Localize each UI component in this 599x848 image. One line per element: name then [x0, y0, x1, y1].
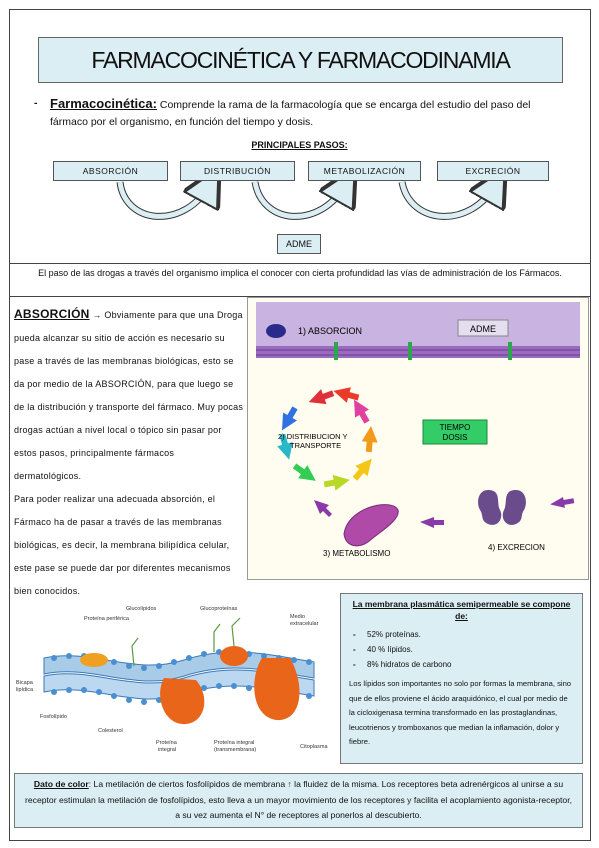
fig-label-colesterol: Colesterol: [98, 728, 123, 734]
term-farmacocinetica: Farmacocinética:: [50, 96, 157, 111]
list-item: 52% proteínas.: [353, 627, 574, 642]
page-border: [9, 9, 591, 841]
arrow-red: [333, 387, 360, 403]
absorption-heading: ABSORCIÓN: [14, 307, 90, 321]
steps-arrows: [116, 170, 599, 220]
color-note-label: Dato de color: [33, 779, 89, 789]
administration-note: El paso de las drogas a través del organ…: [9, 263, 591, 297]
list-item: 8% hidratos de carbono: [353, 657, 574, 672]
absorption-paragraph-2: Para poder realizar una adecuada absorci…: [14, 494, 231, 596]
fig-label-proteina-integral-1: Proteína: [156, 740, 178, 746]
color-note-box: Dato de color: La metilación de ciertos …: [14, 773, 583, 828]
absorption-text: ABSORCIÓN → Obviamente para que una Drog…: [14, 303, 244, 603]
membrane-band: [256, 302, 580, 348]
arrow-yellow-green: [323, 474, 350, 491]
step-excrecion: EXCRECIÓN: [437, 161, 549, 181]
fig-label-fosfolipido: Fosfolípido: [40, 714, 67, 720]
cell-membrane-figure: Glucolípidos Glucoproteínas Proteína per…: [14, 596, 335, 764]
arrow-purple: [550, 497, 575, 508]
label-absorcion: 1) ABSORCION: [298, 326, 362, 336]
absorption-paragraph-1: Obviamente para que una Droga pueda alca…: [14, 310, 244, 481]
step-metabolizacion: METABOLIZACIÓN: [308, 161, 421, 181]
intro-paragraph: - Farmacocinética: Comprende la rama de …: [34, 95, 559, 131]
label-distribucion-2: TRANSPORTE: [290, 441, 341, 450]
page-title: FARMACOCINÉTICA Y FARMACODINAMIA: [38, 37, 563, 83]
distribution-cycle: [277, 387, 378, 491]
membrane-info-box: La membrana plasmática semipermeable se …: [340, 593, 583, 764]
drug-icon: [266, 324, 286, 338]
steps-title: PRINCIPALES PASOS:: [251, 140, 348, 150]
arrow-purple: [314, 500, 332, 517]
label-adme: ADME: [470, 324, 496, 334]
channel-protein: [334, 342, 338, 360]
intro-definition: Comprende la rama de la farmacología que…: [50, 99, 531, 128]
right-arrow-icon: →: [92, 310, 102, 320]
arrow-orange: [361, 426, 378, 453]
arrow-yellow: [352, 458, 372, 481]
arrow-purple: [420, 517, 444, 528]
adme-diagram: 1) ABSORCION ADME 2) DISTRIBUCION Y TRAN…: [247, 297, 589, 580]
integral-protein: [160, 678, 205, 725]
arrow-red: [308, 389, 335, 405]
step-distribucion: DISTRIBUCIÓN: [180, 161, 295, 181]
kidney-icon: [478, 490, 502, 525]
cell-membrane-svg: Glucolípidos Glucoproteínas Proteína per…: [16, 606, 328, 753]
tiempo-dosis-box: [422, 419, 488, 445]
fig-label-proteina-periferica: Proteína periférica: [84, 616, 130, 622]
label-metabolismo: 3) METABOLISMO: [323, 549, 390, 558]
fig-label-citoplasma: Citoplasma: [300, 744, 328, 750]
fig-label-proteina-trans-2: (transmembrana): [214, 747, 256, 753]
glycolipid-chains: [131, 617, 241, 667]
channel-protein: [508, 342, 512, 360]
transmembrane-protein: [254, 658, 300, 721]
fig-label-proteina-integral-2: integral: [158, 747, 176, 753]
list-item: 40 % lípidos.: [353, 642, 574, 657]
liver-icon: [343, 504, 399, 547]
membrane-layer: [256, 346, 580, 358]
channel-protein: [408, 342, 412, 360]
adme-summary: ADME: [277, 234, 321, 254]
fig-label-bicapa-2: lipídica: [16, 687, 34, 693]
fig-label-bicapa-1: Bicapa: [16, 680, 34, 686]
membrane-info-title: La membrana plasmática semipermeable se …: [352, 599, 571, 621]
arrow-teal: [277, 433, 293, 460]
fig-label-proteina-trans-1: Proteína integral: [214, 740, 254, 746]
adme-label-box: [457, 319, 509, 337]
fig-label-medio-2: extracelular: [290, 621, 319, 627]
lipids-paragraph: Los lípidos son importantes no solo por …: [349, 679, 572, 746]
peripheral-protein: [80, 653, 108, 667]
arrow-green: [292, 463, 316, 481]
arrow-blue: [282, 406, 298, 431]
fig-label-glucoproteinas: Glucoproteínas: [200, 606, 238, 612]
membrane-composition-list: 52% proteínas. 40 % lípidos. 8% hidratos…: [353, 627, 574, 672]
color-note-text: : La metilación de ciertos fosfolípidos …: [25, 779, 572, 820]
step-absorcion: ABSORCIÓN: [53, 161, 168, 181]
bullet-dash: -: [34, 97, 38, 109]
fig-label-medio-1: Medio: [290, 614, 305, 620]
label-excrecion: 4) EXCRECION: [488, 543, 545, 552]
label-tiempo: TIEMPO: [440, 423, 471, 432]
fig-label-glucolipidos: Glucolípidos: [126, 606, 157, 612]
label-dosis: DOSIS: [443, 433, 468, 442]
glycoprotein: [220, 646, 248, 666]
adme-diagram-svg: 1) ABSORCION ADME 2) DISTRIBUCION Y TRAN…: [256, 302, 580, 558]
arrow-pink: [354, 399, 370, 424]
label-distribucion-1: 2) DISTRIBUCION Y: [278, 432, 347, 441]
kidney-icon: [502, 490, 526, 525]
